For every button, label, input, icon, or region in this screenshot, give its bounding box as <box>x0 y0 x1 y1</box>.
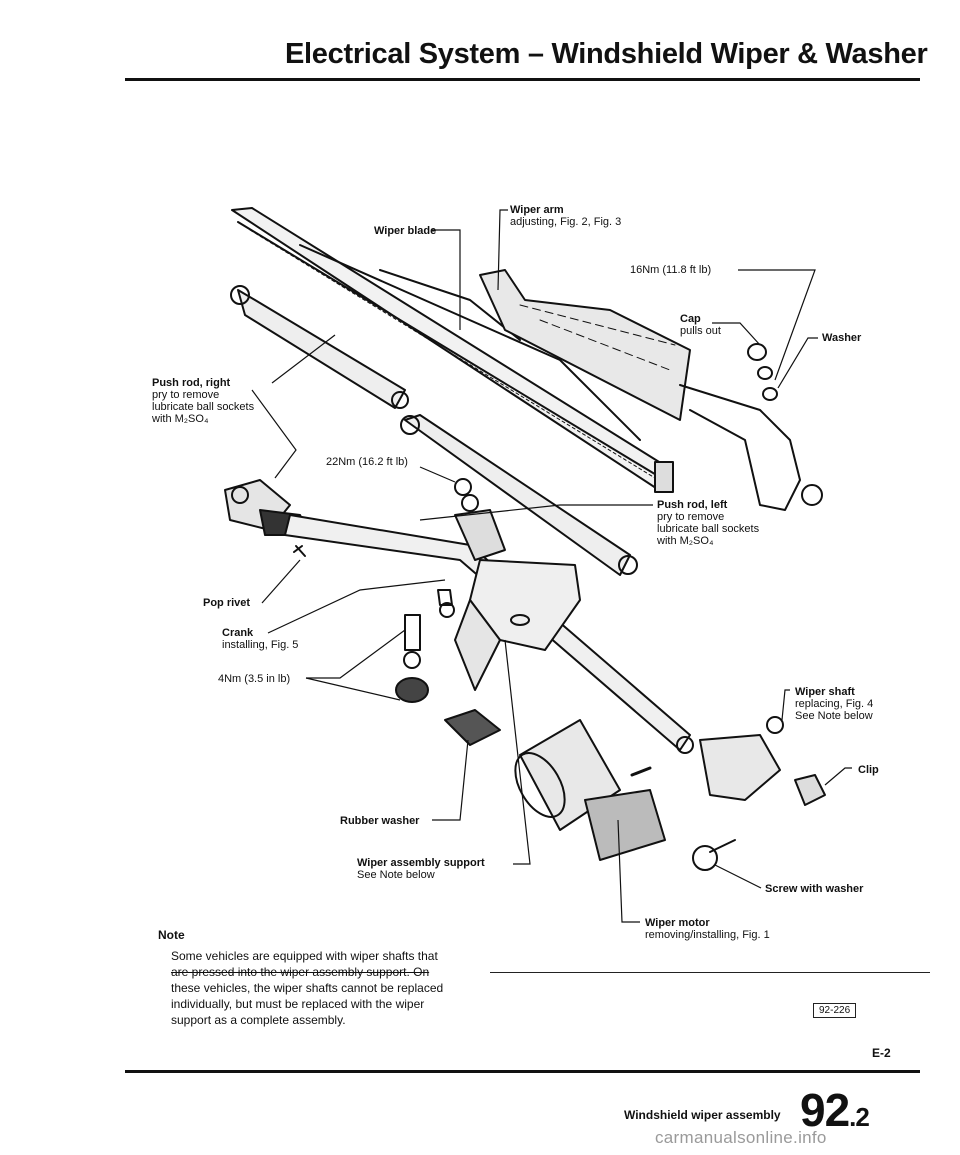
wiper-blade-drawing <box>231 207 674 493</box>
label-wiper-shaft-detail2: See Note below <box>795 710 873 722</box>
label-wiper-arm-detail: adjusting, Fig. 2, Fig. 3 <box>510 216 622 228</box>
label-wiper-shaft-detail1: replacing, Fig. 4 <box>795 698 874 710</box>
page-ref: E-2 <box>872 1046 891 1060</box>
label-push-rod-left-detail2: lubricate ball sockets <box>657 523 760 535</box>
screw-washer-drawing <box>692 839 736 871</box>
footer-rule <box>125 1070 920 1073</box>
note-line-4: individually, but must be replaced with … <box>171 997 425 1011</box>
label-wiper-motor-detail: removing/installing, Fig. 1 <box>645 929 770 941</box>
pop-rivet-drawing <box>293 545 306 557</box>
label-push-rod-left: Push rod, left pry to remove lubricate b… <box>657 499 759 547</box>
push-rod-right-drawing <box>230 285 409 409</box>
small-pin-drawing <box>630 766 652 777</box>
note-divider <box>490 972 930 973</box>
label-screw-with-washer-name: Screw with washer <box>765 883 864 895</box>
footer-label: Windshield wiper assembly <box>624 1108 781 1122</box>
label-wiper-motor: Wiper motor removing/installing, Fig. 1 <box>645 917 770 941</box>
label-clip: Clip <box>858 764 879 776</box>
label-cap: Cap pulls out <box>680 313 721 337</box>
label-wiper-motor-name: Wiper motor <box>645 917 710 929</box>
footer-number-main: 92 <box>800 1084 850 1136</box>
label-torque-22nm: 22Nm (16.2 ft lb) <box>326 456 408 468</box>
leader-lines <box>251 209 852 923</box>
wiper-motor-drawing <box>514 719 666 861</box>
push-rod-left-drawing <box>400 414 638 576</box>
label-wiper-shaft: Wiper shaft replacing, Fig. 4 See Note b… <box>795 686 873 722</box>
label-push-rod-right: Push rod, right pry to remove lubricate … <box>152 377 254 425</box>
label-washer: Washer <box>822 332 861 344</box>
note-line-5: support as a complete assembly. <box>171 1013 346 1027</box>
note-heading: Note <box>158 928 185 942</box>
label-push-rod-right-detail1: pry to remove <box>152 389 220 401</box>
label-push-rod-left-detail3: with M₂SO₄ <box>657 535 714 547</box>
label-wiper-shaft-name: Wiper shaft <box>795 686 855 698</box>
page-title: Electrical System – Windshield Wiper & W… <box>285 38 928 70</box>
figure-id: 92-226 <box>813 1003 857 1018</box>
footer-page-number: 92.2 <box>800 1083 870 1137</box>
label-torque-16nm: 16Nm (11.8 ft lb) <box>630 264 712 276</box>
label-cap-detail: pulls out <box>680 325 721 337</box>
label-push-rod-right-name: Push rod, right <box>152 377 231 389</box>
right-pivot-drawing <box>699 716 784 801</box>
label-wiper-arm: Wiper arm adjusting, Fig. 2, Fig. 3 <box>510 204 621 228</box>
note-body: Some vehicles are equipped with wiper sh… <box>171 948 491 1028</box>
label-push-rod-right-detail3: with M₂SO₄ <box>152 413 209 425</box>
label-rubber-washer-name: Rubber washer <box>340 815 420 827</box>
label-wiper-blade: Wiper blade <box>374 225 436 237</box>
label-torque-4nm: 4Nm (3.5 in lb) <box>218 673 291 685</box>
label-wiper-blade-name: Wiper blade <box>374 225 437 237</box>
footer-number-suffix: .2 <box>849 1102 870 1132</box>
label-pop-rivet-name: Pop rivet <box>203 597 251 609</box>
header-rule <box>125 78 920 81</box>
label-pop-rivet: Pop rivet <box>203 597 250 609</box>
label-push-rod-right-detail2: lubricate ball sockets <box>152 401 255 413</box>
wiper-arm-drawing <box>479 269 823 511</box>
note-line-3: these vehicles, the wiper shafts cannot … <box>171 981 444 995</box>
bolt-washers-4nm-drawing <box>395 589 455 703</box>
label-push-rod-left-detail1: pry to remove <box>657 511 725 523</box>
label-crank-name: Crank <box>222 627 254 639</box>
label-push-rod-left-name: Push rod, left <box>657 499 728 511</box>
label-support-name: Wiper assembly support <box>357 857 485 869</box>
rubber-washer-drawing <box>444 709 501 746</box>
label-crank-detail: installing, Fig. 5 <box>222 639 299 651</box>
label-support-detail: See Note below <box>357 869 435 881</box>
label-clip-name: Clip <box>858 764 879 776</box>
watermark: carmanualsonline.info <box>655 1128 827 1147</box>
note-line-1: Some vehicles are equipped with wiper sh… <box>171 949 438 963</box>
support-bracket-drawing <box>454 559 581 691</box>
label-washer-name: Washer <box>822 332 862 344</box>
label-crank: Crank installing, Fig. 5 <box>222 627 298 651</box>
label-screw-with-washer: Screw with washer <box>765 883 863 895</box>
nut-stack-22nm-drawing <box>454 478 506 561</box>
label-rubber-washer: Rubber washer <box>340 815 419 827</box>
note-line-2: are pressed into the wiper assembly supp… <box>171 965 430 979</box>
label-support: Wiper assembly support See Note below <box>357 857 485 881</box>
cap-washer-drawing <box>747 343 778 401</box>
clip-drawing <box>794 774 826 806</box>
label-cap-name: Cap <box>680 313 701 325</box>
label-wiper-arm-name: Wiper arm <box>510 204 564 216</box>
